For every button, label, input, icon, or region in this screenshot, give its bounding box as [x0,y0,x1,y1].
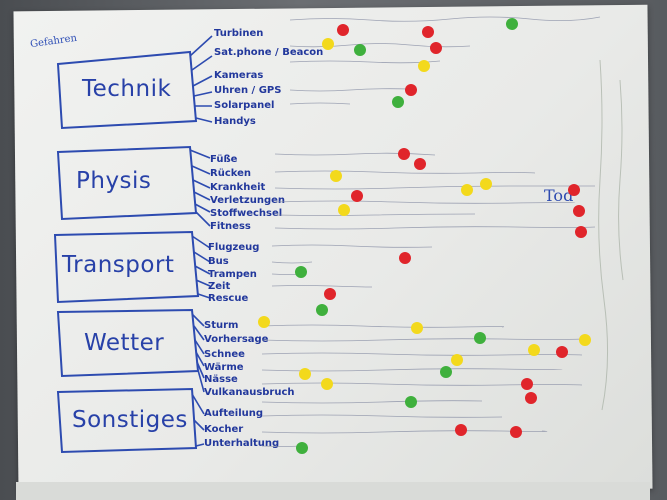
item-rescue: Rescue [208,293,249,304]
dot-sticker [330,170,342,182]
dot-sticker [575,226,587,238]
dot-sticker [525,392,537,404]
item-stoffwechsel: Stoffwechsel [210,208,283,219]
dot-sticker [480,178,492,190]
item-verletzungen: Verletzungen [210,195,286,206]
dot-sticker [351,190,363,202]
dot-sticker [414,158,426,170]
dot-sticker [461,184,473,196]
side-word: Tod [544,186,574,205]
item-kocher: Kocher [204,424,244,435]
dot-sticker [296,442,308,454]
dot-sticker [510,426,522,438]
item-satphone: Sat.phone / Beacon [214,47,324,58]
dot-sticker [521,378,533,390]
dot-sticker [405,84,417,96]
item-vulkanausbruch: Vulkanausbruch [204,387,295,398]
item-solarpanel: Solarpanel [214,100,275,111]
dot-sticker [568,184,580,196]
dot-sticker [430,42,442,54]
dot-sticker [324,288,336,300]
dot-sticker [506,18,518,30]
dot-sticker [451,354,463,366]
item-aufteilung: Aufteilung [204,408,264,419]
dot-sticker [398,148,410,160]
dot-sticker [299,368,311,380]
item-ruecken: Rücken [210,168,252,179]
dot-sticker [337,24,349,36]
item-kameras: Kameras [214,70,264,81]
dot-sticker [392,96,404,108]
dot-sticker [405,396,417,408]
dot-sticker [422,26,434,38]
dot-sticker [528,344,540,356]
item-krankheit: Krankheit [210,182,266,193]
dot-sticker [579,334,591,346]
item-waerme: Wärme [204,362,244,373]
item-handys: Handys [214,116,256,127]
dot-sticker [455,424,467,436]
category-physis: Physis [76,168,152,194]
item-trampen: Trampen [208,269,257,280]
dot-sticker [573,205,585,217]
dot-sticker [399,252,411,264]
dot-sticker [411,322,423,334]
dot-sticker [316,304,328,316]
dot-sticker [322,38,334,50]
item-schnee: Schnee [204,349,245,360]
dot-sticker [354,44,366,56]
dot-sticker [418,60,430,72]
item-sturm: Sturm [204,320,239,331]
dot-sticker [474,332,486,344]
item-bus: Bus [208,256,229,267]
category-sonstiges: Sonstiges [72,407,188,433]
category-wetter: Wetter [84,330,165,356]
item-flugzeug: Flugzeug [208,242,260,253]
item-zeit: Zeit [208,281,231,292]
category-transport: Transport [62,252,175,278]
dot-sticker [258,316,270,328]
item-naesse: Nässe [204,374,238,385]
item-turbinen: Turbinen [214,28,264,39]
item-fuesse: Füße [210,154,238,165]
dot-sticker [440,366,452,378]
item-vorhersage: Vorhersage [204,334,269,345]
paper-bottom-edge [16,482,650,500]
dot-sticker [321,378,333,390]
item-uhren: Uhren / GPS [214,85,282,96]
dot-sticker [338,204,350,216]
category-technik: Technik [82,76,172,102]
dot-sticker [556,346,568,358]
item-unterhaltung: Unterhaltung [204,438,280,449]
item-fitness: Fitness [210,221,251,232]
dot-sticker [295,266,307,278]
